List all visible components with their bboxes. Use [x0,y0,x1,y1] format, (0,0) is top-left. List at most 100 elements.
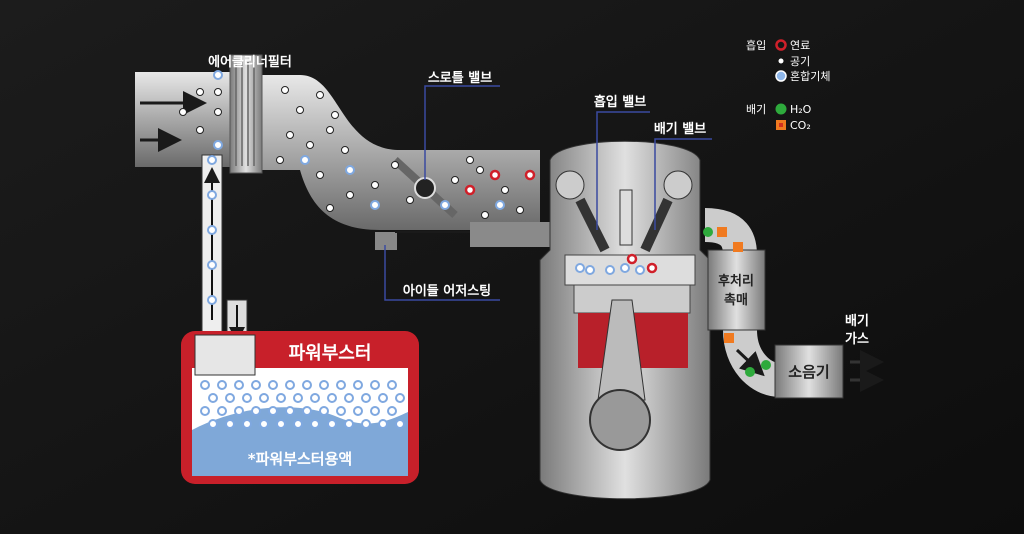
fuel-particle [524,169,536,181]
mixture-particle [495,200,505,210]
mixture-particle [387,380,397,390]
label-catalyst-2: 촉매 [724,292,748,308]
fuel-particle [626,253,638,265]
mixture-particle [293,393,303,403]
mixture-particle [370,200,380,210]
mixture-particle [378,419,388,429]
mixture-particle [234,380,244,390]
air-particle [214,88,222,96]
mixture-particle [207,225,217,235]
mixture-particle [327,393,337,403]
legend-item-co2: CO₂ [790,119,811,132]
air-particle [316,171,324,179]
mixture-particle [302,406,312,416]
mixture-particle [336,406,346,416]
mixture-icon [775,70,787,82]
label-intake-valve: 흡입 밸브 [594,94,646,110]
mixture-particle [217,406,227,416]
air-filter [229,54,263,174]
co2-particle [724,333,734,343]
mixture-particle [353,406,363,416]
air-particle [286,131,294,139]
mixture-particle [285,380,295,390]
mixture-particle [276,419,286,429]
air-particle [276,156,284,164]
mixture-particle [225,393,235,403]
mixture-particle [319,380,329,390]
mixture-particle [213,140,223,150]
label-power-booster: 파워부스터 [289,342,372,364]
mixture-particle [378,393,388,403]
legend-item-h2o: H₂O [790,103,812,116]
mixture-particle [620,263,630,273]
air-particle [341,146,349,154]
air-particle [196,88,204,96]
h2o-particle [703,227,713,237]
air-particle [331,111,339,119]
label-idle-adjusting: 아이들 어저스팅 [403,283,491,299]
mixture-particle [207,260,217,270]
muffler [774,344,884,399]
mixture-particle [370,406,380,416]
air-particle [451,176,459,184]
air-particle [296,106,304,114]
mixture-particle [293,419,303,429]
legend-intake-label: 흡입 [746,38,766,52]
mixture-particle [395,419,405,429]
mixture-particle [234,406,244,416]
legend-item-fuel: 연료 [790,39,810,52]
h2o-particle [745,367,755,377]
mixture-particle [200,380,210,390]
mixture-particle [200,406,210,416]
mixture-particle [207,155,217,165]
h2o-particle [761,360,771,370]
mixture-particle [310,393,320,403]
air-particle [346,191,354,199]
air-particle [306,141,314,149]
mixture-particle [310,419,320,429]
mixture-particle [635,265,645,275]
mixture-particle [268,380,278,390]
label-throttle-valve: 스로틀 밸브 [428,70,492,86]
mixture-particle [344,419,354,429]
air-particle [391,161,399,169]
mixture-particle [585,265,595,275]
mixture-particle [345,165,355,175]
mixture-particle [285,406,295,416]
mixture-particle [327,419,337,429]
catalytic-converter [707,249,766,331]
air-particle [316,91,324,99]
air-particle [481,211,489,219]
fuel-icon [775,39,787,51]
air-particle [214,108,222,116]
legend-item-mixture: 혼합기체 [790,70,830,83]
air-icon [778,58,784,64]
mixture-particle [213,70,223,80]
legend-item-air: 공기 [790,55,810,68]
air-particle [281,86,289,94]
air-particle [501,186,509,194]
mixture-particle [225,419,235,429]
mixture-particle [251,406,261,416]
mixture-particle [276,393,286,403]
mixture-particle [319,406,329,416]
mixture-particle [268,406,278,416]
air-particle [406,196,414,204]
label-air-filter: 에어클리너필터 [208,54,292,70]
air-particle [196,126,204,134]
fuel-particle [464,184,476,196]
label-muffler: 소음기 [788,363,829,381]
mixture-particle [207,295,217,305]
co2-particle [733,242,743,252]
air-particle [466,156,474,164]
mixture-particle [440,200,450,210]
mixture-particle [242,393,252,403]
mixture-particle [336,380,346,390]
air-particle [476,166,484,174]
mixture-particle [217,380,227,390]
particles [179,70,771,429]
mixture-particle [353,380,363,390]
mixture-particle [208,393,218,403]
leader-lines [384,85,712,301]
